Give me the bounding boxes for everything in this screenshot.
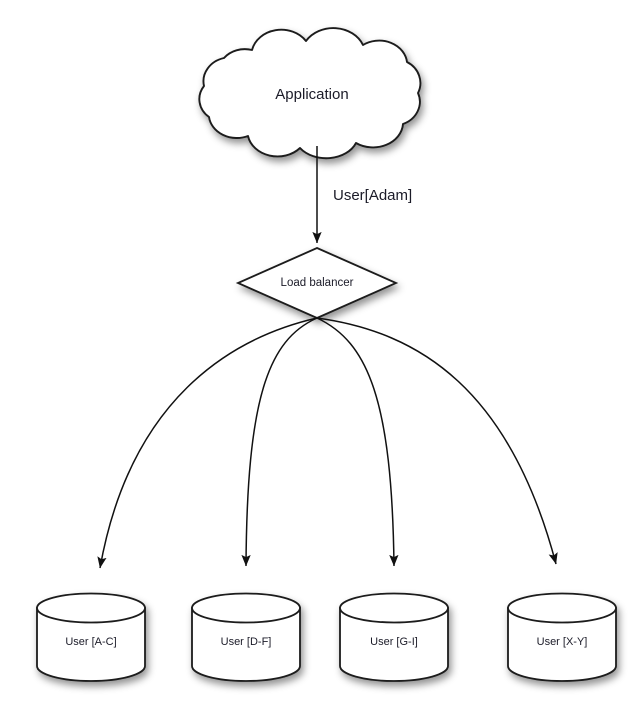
cylinder-top-1	[36, 592, 146, 624]
cylinder-top-2	[191, 592, 301, 624]
node-database-2[interactable]: User [D-F]	[191, 592, 301, 682]
database-label-3: User [G-I]	[370, 636, 418, 648]
edge-balancer-to-db-4[interactable]	[316, 317, 558, 565]
edge-app-to-balancer-label: User[Adam]	[333, 187, 412, 204]
database-label-2: User [D-F]	[221, 636, 272, 648]
database-label-4: User [X-Y]	[537, 636, 588, 648]
edge-balancer-to-db-3[interactable]	[316, 317, 399, 567]
node-database-1[interactable]: User [A-C]	[36, 592, 146, 682]
cylinder-body-3	[339, 607, 449, 682]
edge-app-to-balancer[interactable]: User[Adam]	[312, 146, 412, 244]
load-balancer-label: Load balancer	[281, 277, 354, 289]
node-database-3[interactable]: User [G-I]	[339, 592, 449, 682]
edge-balancer-to-db-2[interactable]	[241, 317, 318, 567]
cylinder-top-4	[507, 592, 617, 624]
cloud-application[interactable]: Application	[198, 27, 422, 160]
cylinder-body-2	[191, 607, 301, 682]
cylinder-top-3	[339, 592, 449, 624]
cylinder-body-4	[507, 607, 617, 682]
cloud-label: Application	[275, 86, 348, 103]
node-load-balancer[interactable]: Load balancer	[235, 247, 399, 319]
cylinder-body-1	[36, 607, 146, 682]
fanout-edges	[97, 317, 558, 569]
edge-balancer-to-db-1[interactable]	[97, 317, 318, 569]
database-label-1: User [A-C]	[65, 636, 116, 648]
cloud-shape	[198, 27, 422, 160]
node-database-4[interactable]: User [X-Y]	[507, 592, 617, 682]
